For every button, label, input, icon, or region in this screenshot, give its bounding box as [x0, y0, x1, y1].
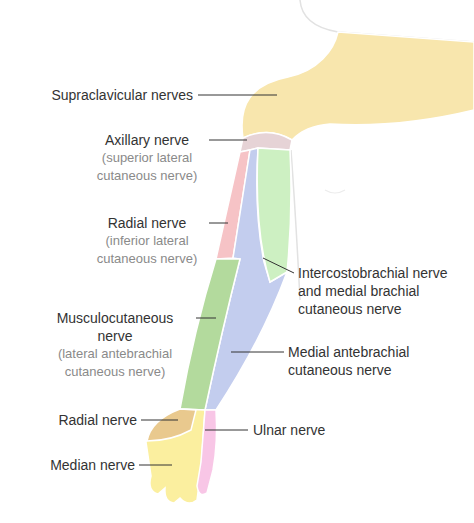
nerve-label: Supraclavicular nerves — [0, 86, 193, 104]
leader-line — [141, 420, 178, 421]
musculocutaneous-region — [180, 259, 240, 410]
leader-line — [196, 318, 216, 319]
leader-line — [231, 352, 284, 353]
leader-line — [209, 140, 247, 141]
radial-hand-region — [147, 409, 196, 441]
leader-line — [198, 95, 277, 96]
leader-line — [263, 258, 294, 273]
nerve-label: Radial nerve — [82, 214, 212, 232]
leader-line — [139, 465, 172, 466]
nerve-label: Medial antebrachial cutaneous nerve — [288, 343, 468, 379]
branch-label: (superior lateral cutaneous nerve) — [92, 149, 202, 185]
median-region — [146, 409, 205, 503]
nerve-label: Median nerve — [0, 456, 135, 474]
nerve-label: Ulnar nerve — [253, 421, 403, 439]
ulnar-region — [197, 410, 217, 494]
branch-label: (inferior lateral cutaneous nerve) — [92, 232, 202, 268]
nerve-label: Radial nerve — [0, 411, 137, 429]
nerve-label: Axillary nerve — [82, 131, 212, 149]
leader-line — [209, 223, 228, 224]
nerve-label: Intercostobrachial nerve and medial brac… — [298, 264, 470, 318]
leader-line — [205, 430, 248, 431]
branch-label: (lateral antebrachial cutaneous nerve) — [40, 345, 190, 381]
intercostobrachial-region — [257, 148, 291, 282]
chest-mark — [325, 190, 345, 193]
nerve-label: Musculocutaneous nerve — [40, 309, 190, 345]
supraclavicular-region — [242, 32, 474, 140]
